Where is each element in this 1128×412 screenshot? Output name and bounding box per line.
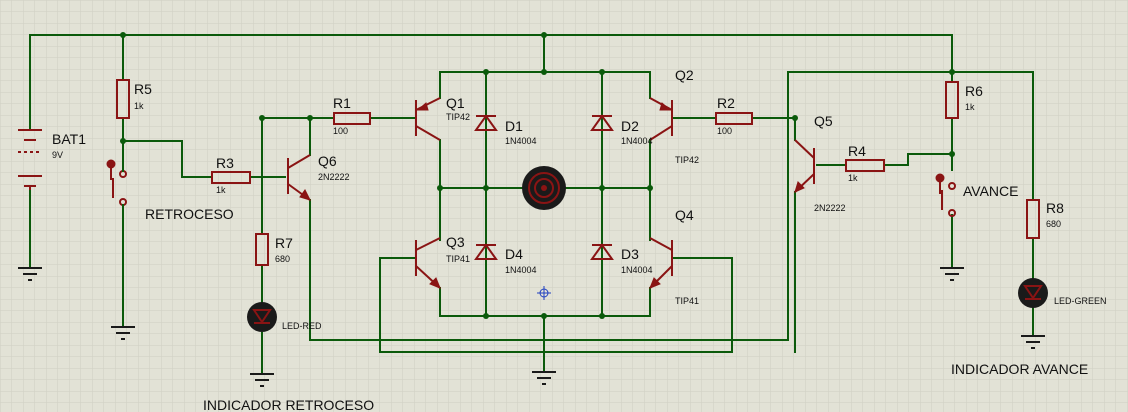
resistor-r6[interactable] [945, 81, 959, 119]
battery-bat1[interactable] [18, 129, 42, 190]
transistor-q3[interactable] [415, 237, 441, 289]
q4-value: TIP41 [675, 296, 699, 306]
r6-label: R6 [965, 83, 983, 99]
diode-d2[interactable] [590, 114, 614, 131]
diode-d1[interactable] [474, 114, 498, 131]
led-green-label: LED-GREEN [1054, 296, 1107, 306]
ground-symbols [18, 267, 1045, 387]
junctions [120, 32, 955, 319]
transistor-q6[interactable] [287, 154, 311, 201]
led-green[interactable] [1018, 278, 1048, 308]
q2-value: TIP42 [675, 155, 699, 165]
retroceso-label: RETROCESO [145, 206, 234, 222]
r7-value: 680 [275, 254, 290, 264]
resistor-r1[interactable] [333, 112, 371, 125]
d2-value: 1N4004 [621, 136, 653, 146]
indicador-retroceso-label: INDICADOR RETROCESO [203, 397, 374, 412]
transistor-q1[interactable] [415, 97, 441, 141]
pushbutton-avance[interactable] [935, 173, 956, 217]
resistor-r8[interactable] [1026, 199, 1040, 239]
resistor-r5[interactable] [116, 79, 130, 119]
q6-label: Q6 [318, 153, 337, 169]
d2-label: D2 [621, 118, 639, 134]
r5-label: R5 [134, 81, 152, 97]
q6-value: 2N2222 [318, 172, 350, 182]
r4-value: 1k [848, 173, 858, 183]
r2-value: 100 [717, 126, 732, 136]
transistor-q4[interactable] [649, 237, 673, 289]
diode-d3[interactable] [590, 243, 614, 260]
d4-value: 1N4004 [505, 265, 537, 275]
q1-label: Q1 [446, 95, 465, 111]
q5-label: Q5 [814, 113, 833, 129]
wires [29, 34, 1034, 375]
d3-label: D3 [621, 246, 639, 262]
q1-value: TIP42 [446, 112, 470, 122]
q5-value: 2N2222 [814, 203, 846, 213]
r2-label: R2 [717, 95, 735, 111]
led-red[interactable] [247, 302, 277, 332]
r3-value: 1k [216, 185, 226, 195]
resistor-r3[interactable] [211, 171, 251, 184]
q3-value: TIP41 [446, 254, 470, 264]
d4-label: D4 [505, 246, 523, 262]
q3-label: Q3 [446, 234, 465, 250]
d1-value: 1N4004 [505, 136, 537, 146]
resistor-r7[interactable] [255, 233, 269, 266]
transistor-q2[interactable] [649, 97, 673, 141]
r4-label: R4 [848, 143, 866, 159]
r6-value: 1k [965, 102, 975, 112]
r1-label: R1 [333, 95, 351, 111]
resistor-r2[interactable] [715, 112, 753, 125]
r8-label: R8 [1046, 200, 1064, 216]
indicador-avance-label: INDICADOR AVANCE [951, 361, 1088, 377]
origin-marker-icon [537, 286, 551, 300]
d3-value: 1N4004 [621, 265, 653, 275]
pushbutton-retroceso[interactable] [106, 159, 127, 211]
diode-d4[interactable] [474, 243, 498, 260]
q4-label: Q4 [675, 207, 694, 223]
avance-label: AVANCE [963, 183, 1019, 199]
q2-label: Q2 [675, 67, 694, 83]
led-red-label: LED-RED [282, 321, 322, 331]
r1-value: 100 [333, 126, 348, 136]
bat1-label: BAT1 [52, 131, 86, 147]
resistor-r4[interactable] [845, 159, 885, 172]
bat1-value: 9V [52, 150, 63, 160]
d1-label: D1 [505, 118, 523, 134]
r5-value: 1k [134, 101, 144, 111]
motor-icon[interactable] [522, 166, 566, 210]
r7-label: R7 [275, 235, 293, 251]
transistor-q5[interactable] [794, 139, 815, 193]
r3-label: R3 [216, 155, 234, 171]
r8-value: 680 [1046, 219, 1061, 229]
